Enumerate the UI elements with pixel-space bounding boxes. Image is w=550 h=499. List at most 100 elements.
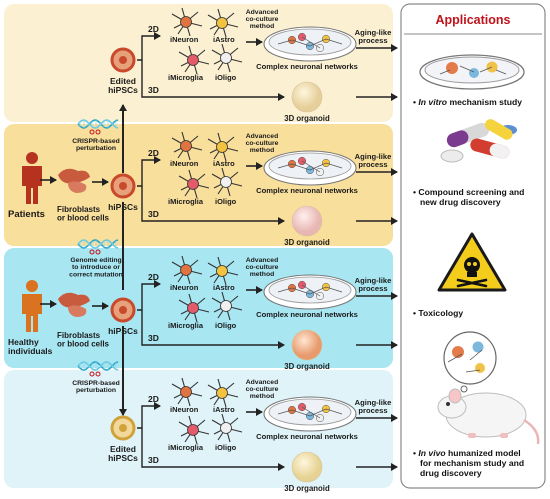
fibroblast-icon — [58, 168, 90, 193]
ineuron-label: iNeuron — [170, 159, 199, 168]
label-2d: 2D — [148, 394, 159, 404]
organoid-icon — [291, 81, 323, 113]
scissors-icon — [89, 129, 101, 135]
label-2d: 2D — [148, 24, 159, 34]
networks-label: Complex neuronal networks — [256, 186, 358, 195]
imicroglia-label: iMicroglia — [168, 443, 204, 452]
organoid-icon — [291, 205, 323, 237]
application-item: • In vitro mechanism study — [413, 97, 522, 107]
arrow — [141, 60, 285, 101]
label-2d: 2D — [148, 272, 159, 282]
person-icon — [22, 152, 42, 204]
networks-label: Complex neuronal networks — [256, 310, 358, 319]
astrocyte-icon — [207, 8, 239, 38]
iastro-label: iAstro — [213, 283, 235, 292]
hazard-icon — [437, 232, 507, 292]
scissors-icon — [89, 249, 101, 255]
neuron-icon — [171, 7, 203, 37]
petri-dish-icon — [263, 396, 357, 432]
applications-heading: Applications — [435, 13, 510, 27]
neuron-icon — [171, 131, 203, 161]
arrow — [141, 428, 285, 471]
arrow — [137, 280, 161, 311]
petri-dish-icon — [263, 26, 357, 62]
networks-label: Complex neuronal networks — [256, 62, 358, 71]
iastro-label: iAstro — [213, 159, 235, 168]
ioligo-label: iOligo — [215, 73, 237, 82]
organoid-label: 3D organoid — [284, 238, 330, 247]
oligodendrocyte-icon — [211, 167, 243, 197]
ineuron-label: iNeuron — [170, 283, 199, 292]
microglia-icon — [178, 45, 210, 75]
fibroblast-icon — [58, 292, 90, 317]
oligodendrocyte-icon — [211, 413, 243, 443]
arrow — [137, 156, 161, 187]
oligodendrocyte-icon — [211, 43, 243, 73]
microglia-icon — [178, 293, 210, 323]
iastro-label: iAstro — [213, 35, 235, 44]
stem-cell-icon — [110, 173, 136, 199]
microglia-icon — [178, 415, 210, 445]
petri-dish-icon — [263, 150, 357, 186]
application-item: • Toxicology — [413, 308, 463, 318]
networks-label: Complex neuronal networks — [256, 432, 358, 441]
arrow — [141, 310, 285, 349]
microglia-icon — [178, 169, 210, 199]
dna-icon — [77, 361, 119, 371]
stem-cell-icon — [110, 415, 136, 441]
dna-icon — [77, 239, 119, 249]
patients-label: Patients — [8, 209, 45, 220]
label-3d: 3D — [148, 85, 159, 95]
label-3d: 3D — [148, 209, 159, 219]
imicroglia-label: iMicroglia — [168, 321, 204, 330]
label-3d: 3D — [148, 333, 159, 343]
organoid-label: 3D organoid — [284, 362, 330, 371]
label-3d: 3D — [148, 455, 159, 465]
astrocyte-icon — [207, 256, 239, 286]
label-2d: 2D — [148, 148, 159, 158]
neuron-icon — [171, 255, 203, 285]
arrow — [137, 402, 161, 429]
organoid-icon — [291, 451, 323, 483]
neuron-icon — [171, 377, 203, 407]
petri-dish-icon — [263, 274, 357, 310]
ineuron-label: iNeuron — [170, 405, 199, 414]
oligodendrocyte-icon — [211, 291, 243, 321]
organoid-icon — [291, 329, 323, 361]
astrocyte-icon — [207, 132, 239, 162]
differentiation-row: hiPSCs2D3DiNeuroniAstroiMicrogliaiOligoA… — [108, 255, 398, 371]
person-icon — [22, 280, 42, 332]
scissors-icon — [89, 371, 101, 377]
iastro-label: iAstro — [213, 405, 235, 414]
imicroglia-label: iMicroglia — [168, 197, 204, 206]
ioligo-label: iOligo — [215, 443, 237, 452]
differentiation-row: hiPSCs2D3DiNeuroniAstroiMicrogliaiOligoA… — [108, 131, 398, 247]
imicroglia-label: iMicroglia — [168, 73, 204, 82]
organoid-label: 3D organoid — [284, 484, 330, 493]
ineuron-label: iNeuron — [170, 35, 199, 44]
organoid-label: 3D organoid — [284, 114, 330, 123]
stem-cell-icon — [110, 297, 136, 323]
